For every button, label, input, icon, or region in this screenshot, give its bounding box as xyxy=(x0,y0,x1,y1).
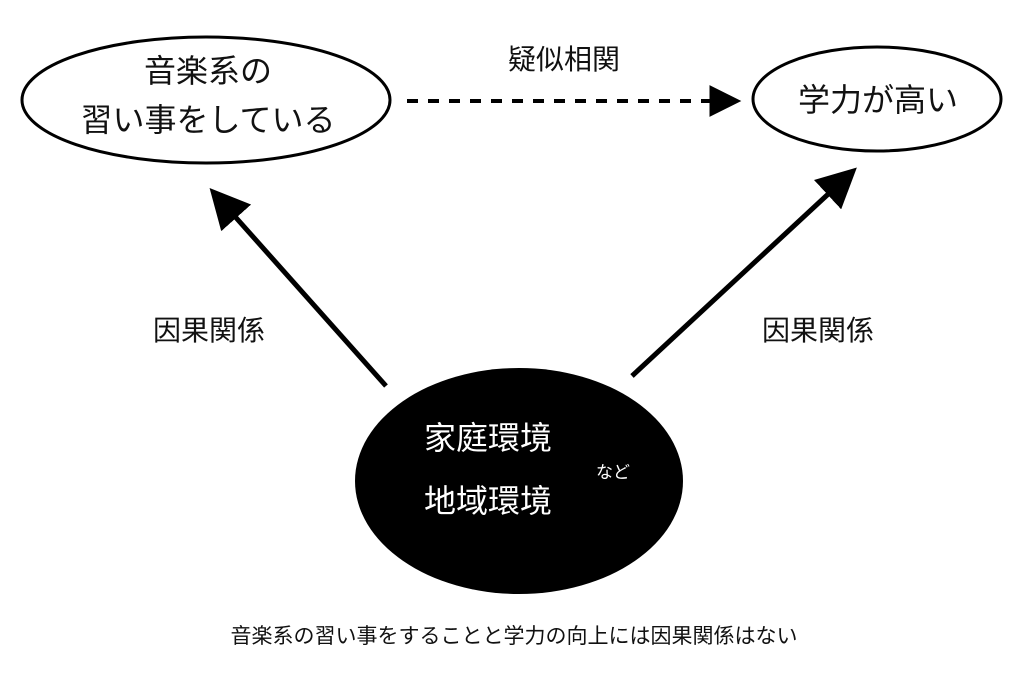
node-high-academic-ability xyxy=(751,45,1003,153)
causal-arrow-left xyxy=(209,188,388,388)
bottom-caption: 音楽系の習い事をすることと学力の向上には因果関係はない xyxy=(231,624,798,648)
node-music-lessons xyxy=(20,35,392,165)
causal-arrow-right xyxy=(630,167,857,378)
node-music-line-1: 音楽系の xyxy=(144,52,272,90)
node-confounder xyxy=(355,368,683,594)
node-academic-label: 学力が高い xyxy=(798,81,958,119)
causal-label-right: 因果関係 xyxy=(762,314,874,347)
node-confounder-line-2: 地域環境 xyxy=(424,482,552,520)
node-music-line-2: 習い事をしている xyxy=(80,101,335,139)
node-confounder-line-1: 家庭環境 xyxy=(424,419,552,457)
spurious-correlation-label: 疑似相関 xyxy=(508,43,620,76)
causal-label-left: 因果関係 xyxy=(153,314,265,347)
node-confounder-suffix: など xyxy=(596,463,630,483)
